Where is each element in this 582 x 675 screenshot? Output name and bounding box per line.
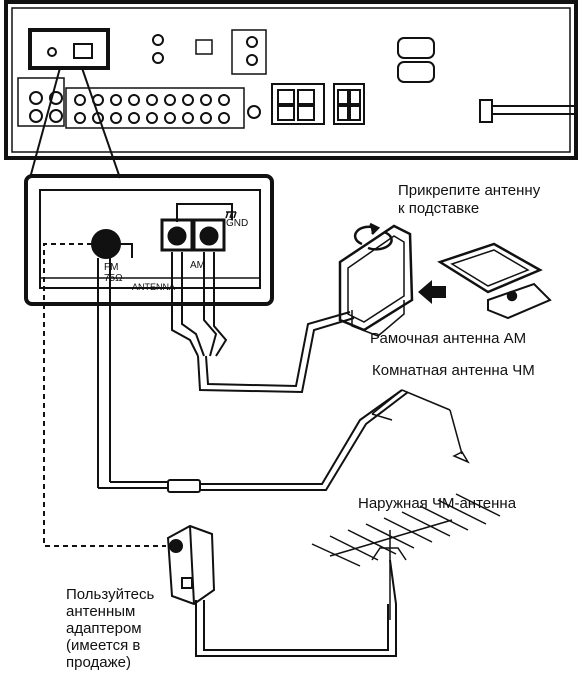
receiver-rear-panel <box>4 0 578 160</box>
label-adapter-line4: (имеется в <box>66 637 141 654</box>
label-fm-outdoor: Наружная ЧМ-антенна <box>358 495 517 512</box>
arrow-icon <box>418 280 446 304</box>
fm-indoor-cable <box>97 258 409 493</box>
am-loop-antenna-stand <box>437 242 552 320</box>
label-fm-indoor: Комнатная антенна ЧМ <box>372 362 535 379</box>
rotate-arrows-icon <box>353 222 393 251</box>
label-attach-antenna-line1: Прикрепите антенну <box>398 182 541 199</box>
label-adapter-line3: адаптером <box>66 620 142 637</box>
label-attach-antenna-line2: к подставке <box>398 200 480 217</box>
zoom-lines <box>29 67 121 179</box>
fm-indoor-antenna <box>371 389 470 464</box>
label-am-loop: Рамочная антенна AM <box>370 330 527 347</box>
antenna-label: ANTENNA <box>132 282 175 292</box>
am-antenna-wire <box>171 252 355 394</box>
ohm-label: 75Ω <box>104 273 123 284</box>
fm-label: FM <box>104 262 118 273</box>
antenna-adapter <box>166 524 397 657</box>
am-label: AM <box>190 260 205 271</box>
antenna-terminal-enlarged <box>24 174 274 306</box>
fm-outdoor-antenna <box>311 493 501 620</box>
gnd-label: GND <box>226 218 248 229</box>
label-adapter-line1: Пользуйтесь <box>66 586 155 603</box>
label-adapter-line2: антенным <box>66 603 136 620</box>
am-loop-antenna <box>338 224 414 337</box>
label-adapter-line5: продаже) <box>66 654 131 671</box>
outdoor-antenna-cable <box>43 243 166 547</box>
